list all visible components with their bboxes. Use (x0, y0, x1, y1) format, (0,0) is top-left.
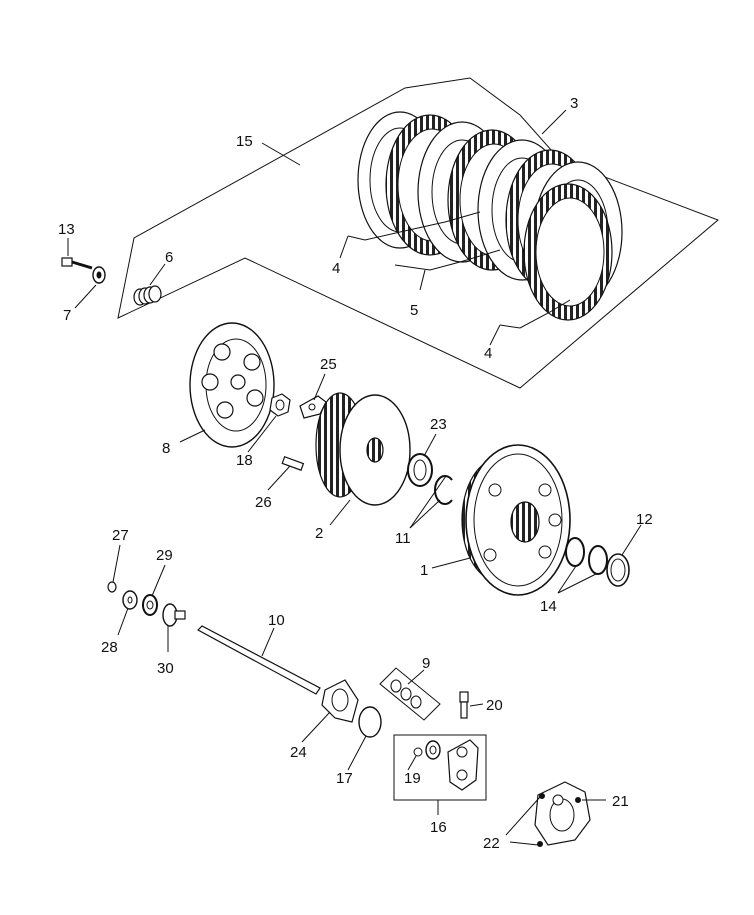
o-ring-17 (358, 706, 382, 738)
callout-25: 25 (320, 356, 337, 373)
callout-4-bottom: 4 (484, 345, 492, 362)
cover-21 (534, 781, 591, 846)
clutch-hub-2 (315, 392, 411, 506)
bearing-29 (142, 594, 158, 616)
callout-23: 23 (430, 416, 447, 433)
callout-9: 9 (422, 655, 430, 672)
callout-28: 28 (101, 639, 118, 656)
washer-28 (122, 590, 138, 610)
callout-21: 21 (612, 793, 629, 810)
callout-12: 12 (636, 511, 653, 528)
washer-7 (92, 266, 106, 284)
pushrod-10 (197, 625, 321, 695)
thrust-washer-23 (407, 453, 433, 487)
clutch-pack-outline (117, 77, 719, 389)
piston-19 (413, 747, 423, 757)
nut-18 (269, 393, 291, 417)
leader-lines (67, 109, 642, 846)
callout-24: 24 (290, 744, 307, 761)
callout-15: 15 (236, 133, 253, 150)
clutch-basket-1 (461, 444, 571, 596)
callout-14: 14 (540, 598, 557, 615)
callout-19: 19 (404, 770, 421, 787)
callout-labels: 3 15 13 6 7 4 5 4 25 8 18 23 26 2 11 12 … (58, 95, 653, 852)
callout-18: 18 (236, 452, 253, 469)
callout-3: 3 (570, 95, 578, 112)
bolt-13 (61, 257, 93, 270)
callout-13: 13 (58, 221, 75, 238)
callout-22: 22 (483, 835, 500, 852)
callout-16: 16 (430, 819, 447, 836)
callout-11: 11 (395, 530, 411, 547)
pressure-plate-8 (189, 322, 275, 448)
clutch-plates (357, 111, 623, 321)
bleed-screw-20 (459, 691, 469, 719)
screws-22 (537, 793, 581, 847)
plate-brackets (339, 211, 571, 346)
callout-27: 27 (112, 527, 129, 544)
ball-27 (107, 581, 117, 593)
washer-12 (606, 553, 630, 587)
slave-cylinder-body (447, 739, 479, 791)
piston-seal (425, 740, 441, 760)
callout-10: 10 (268, 612, 285, 629)
seal-kit-9 (379, 667, 441, 721)
callout-1: 1 (420, 562, 428, 579)
callout-7: 7 (63, 307, 71, 324)
callout-20: 20 (486, 697, 503, 714)
push-piece-30 (162, 603, 186, 627)
bushings-14 (565, 537, 608, 575)
callout-30: 30 (157, 660, 174, 677)
circlip-11 (434, 475, 453, 505)
pin-26 (281, 455, 305, 471)
callout-26: 26 (255, 494, 272, 511)
callout-4-top: 4 (332, 260, 340, 277)
callout-29: 29 (156, 547, 173, 564)
callout-2: 2 (315, 525, 323, 542)
gasket-24 (321, 679, 359, 723)
slave-cylinder-kit-box (393, 734, 487, 801)
callout-5: 5 (410, 302, 418, 319)
callout-6: 6 (165, 249, 173, 266)
callout-8: 8 (162, 440, 170, 457)
callout-17: 17 (336, 770, 353, 787)
spring-6 (133, 285, 162, 306)
